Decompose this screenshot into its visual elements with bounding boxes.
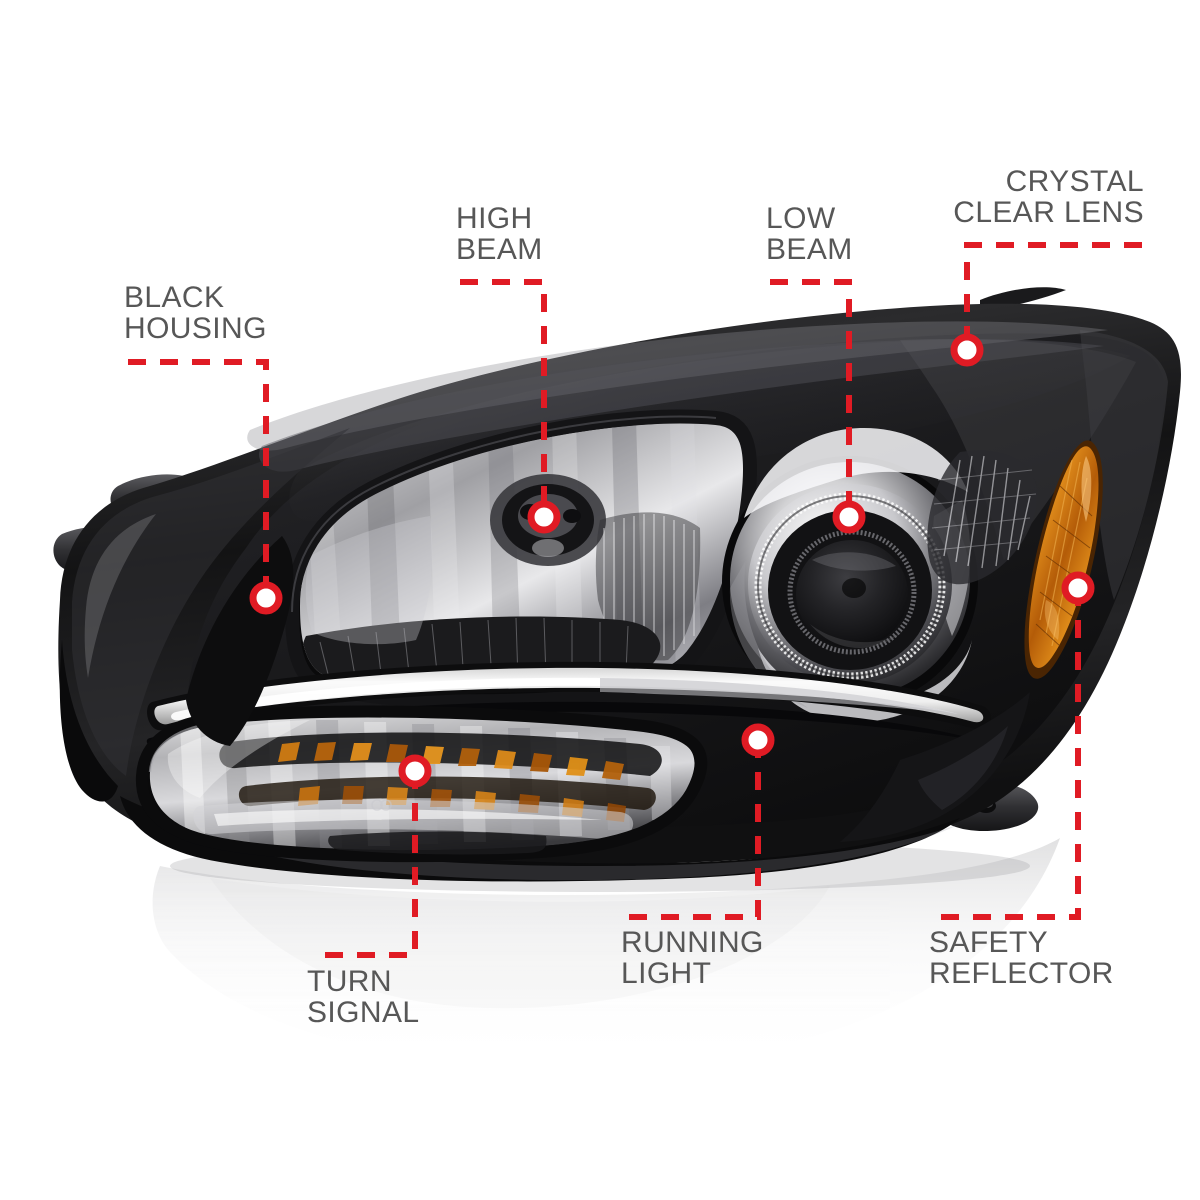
- callout-dot-turn-signal[interactable]: [398, 754, 432, 788]
- callout-dot-safety-reflector[interactable]: [1061, 571, 1095, 605]
- callout-dot-black-housing[interactable]: [249, 581, 283, 615]
- callout-label-high-beam: HIGH BEAM: [456, 202, 543, 267]
- callout-dot-crystal-clear-lens[interactable]: [950, 333, 984, 367]
- lower-skirt-right: [840, 692, 1030, 842]
- callout-label-black-housing: BLACK HOUSING: [124, 281, 267, 346]
- callout-line-low-beam: [770, 279, 852, 517]
- inner-reflector-grid: [927, 450, 1038, 585]
- callout-dot-low-beam[interactable]: [832, 500, 866, 534]
- callout-line-black-housing: [128, 359, 269, 598]
- callout-label-safety-reflector: SAFETY REFLECTOR: [929, 926, 1114, 991]
- callout-line-running-light: [625, 740, 761, 920]
- callout-label-low-beam: LOW BEAM: [766, 202, 853, 267]
- callout-line-crystal-clear-lens: [964, 242, 1142, 350]
- callout-label-turn-signal: TURN SIGNAL: [307, 965, 420, 1030]
- callout-line-turn-signal: [311, 771, 418, 958]
- callout-line-high-beam: [460, 279, 547, 517]
- callout-dot-running-light[interactable]: [741, 723, 775, 757]
- product-reflection: [152, 838, 1060, 1069]
- safety-reflector: [1024, 440, 1103, 679]
- callout-label-running-light: RUNNING LIGHT: [621, 926, 764, 991]
- callout-label-crystal-clear-lens: CRYSTAL CLEAR LENS: [953, 165, 1144, 230]
- callout-line-safety-reflector: [933, 588, 1081, 920]
- callout-dot-high-beam[interactable]: [527, 500, 561, 534]
